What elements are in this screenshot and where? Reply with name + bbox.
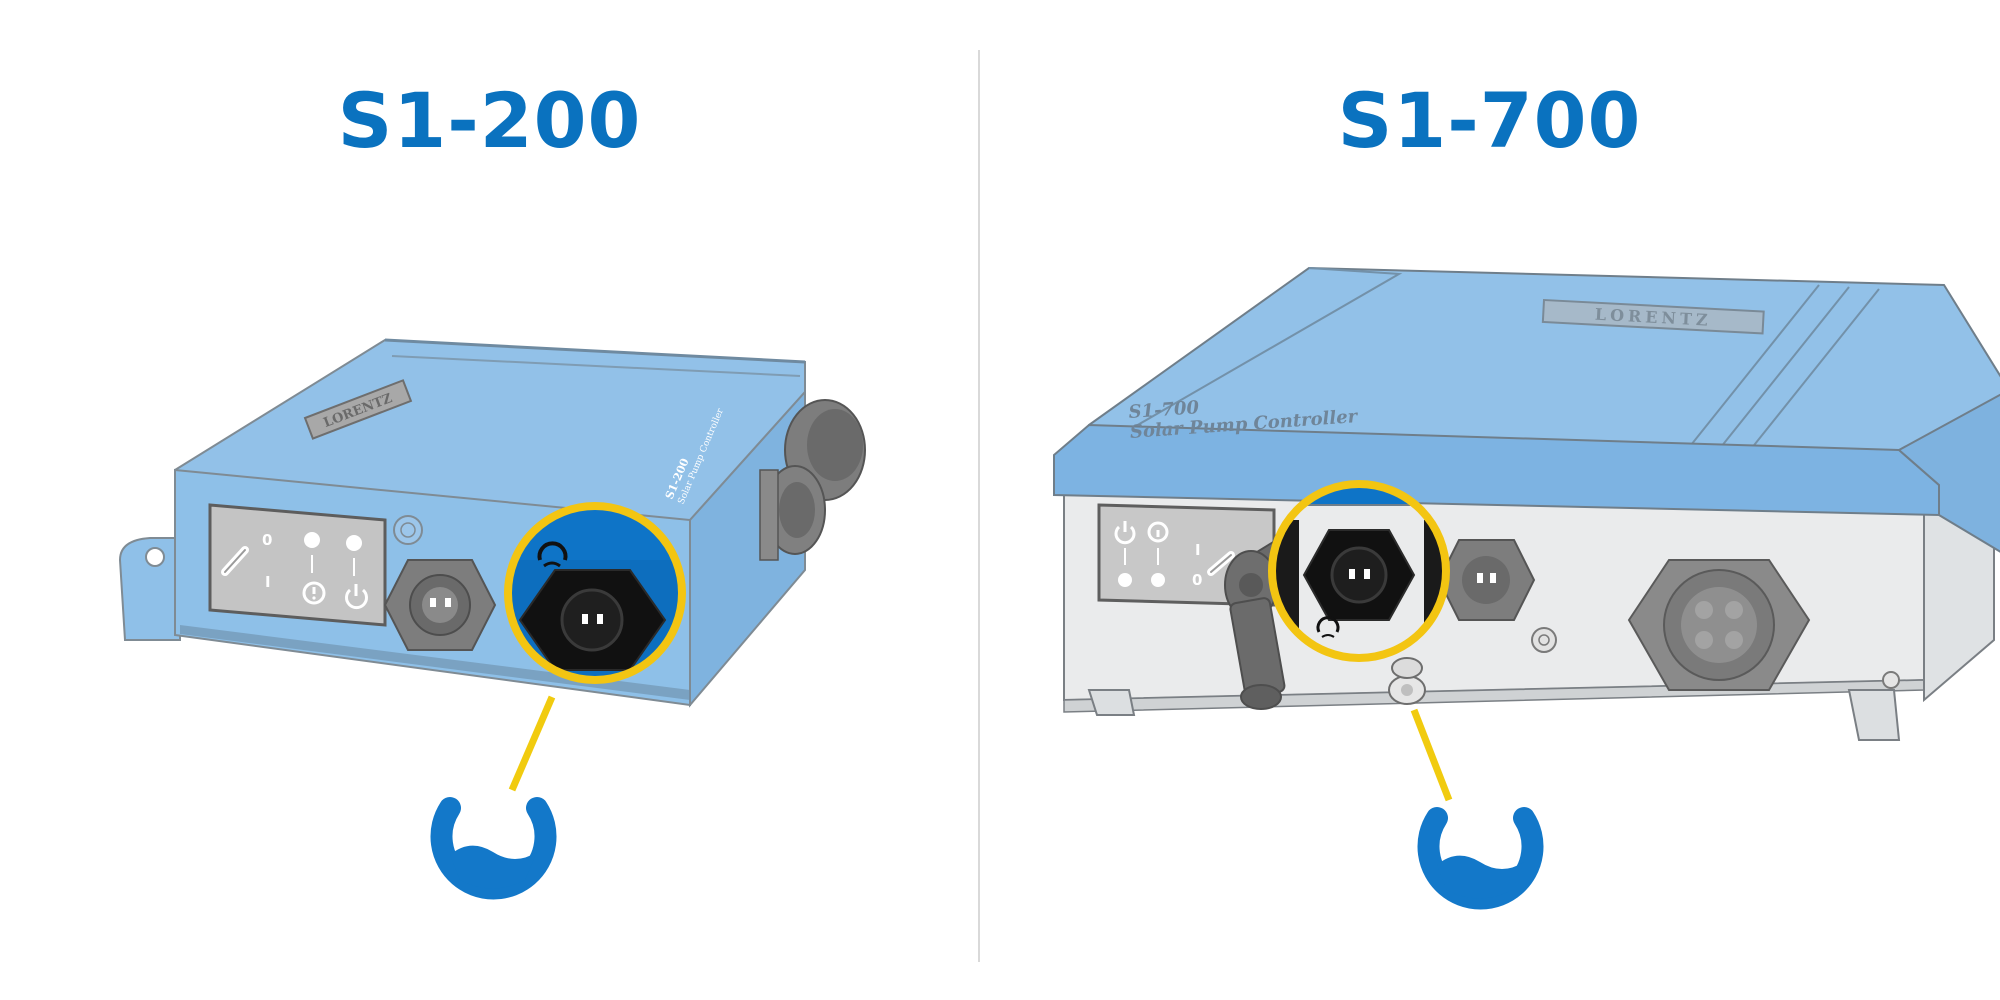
cable-gland-small xyxy=(1388,657,1426,705)
water-sensor-icon xyxy=(1417,807,1544,910)
water-sensor-icon xyxy=(430,797,557,900)
panel-s1-700: S1-700 LORENTZ S1-700 Solar Pump Control… xyxy=(979,0,2000,1000)
highlight-ring xyxy=(504,502,686,684)
svg-text:I: I xyxy=(265,573,271,591)
power-icon xyxy=(345,584,368,610)
svg-text:0: 0 xyxy=(1192,571,1202,589)
device-illustration-s1-700: LORENTZ S1-700 Solar Pump Controller I 0 xyxy=(1053,266,2000,910)
device-illustration-s1-200: LORENTZ S1-200 Solar Pump Controller 0 I xyxy=(118,338,866,900)
model-title-s1-700: S1-700 xyxy=(1337,76,1642,165)
side-cable-glands xyxy=(759,399,866,561)
panel-divider xyxy=(978,50,980,962)
model-title-s1-200: S1-200 xyxy=(337,76,642,165)
status-led-fault xyxy=(304,532,320,548)
pv-connectors xyxy=(1224,518,1326,710)
vent-plug xyxy=(1882,671,1900,689)
power-toggle-switch[interactable]: I 0 xyxy=(1192,541,1235,589)
panel-s1-200: S1-200 LORENTZ S1-200 Solar Pump Control… xyxy=(0,0,979,1000)
power-toggle-switch[interactable]: 0 I xyxy=(221,531,272,591)
leader-line xyxy=(508,695,556,792)
svg-text:I: I xyxy=(1195,541,1201,559)
brand-plate: LORENTZ xyxy=(1541,298,1765,335)
ground-screw xyxy=(393,515,423,545)
highlight-ring xyxy=(1268,480,1450,662)
info-icon xyxy=(1147,521,1169,543)
fault-icon xyxy=(302,581,326,605)
status-led-power xyxy=(1118,573,1132,587)
sensor-connector-2 xyxy=(1437,539,1536,621)
svg-text:S1-700: S1-700 xyxy=(1128,397,1200,423)
power-icon xyxy=(1114,521,1136,545)
ground-screw xyxy=(1531,627,1557,653)
status-led-power xyxy=(346,535,362,551)
svg-text:0: 0 xyxy=(262,531,272,549)
leader-line xyxy=(1410,708,1453,802)
motor-connector xyxy=(1627,559,1811,691)
control-panel xyxy=(208,503,387,627)
status-led-info xyxy=(1151,573,1165,587)
power-connector xyxy=(383,559,497,651)
